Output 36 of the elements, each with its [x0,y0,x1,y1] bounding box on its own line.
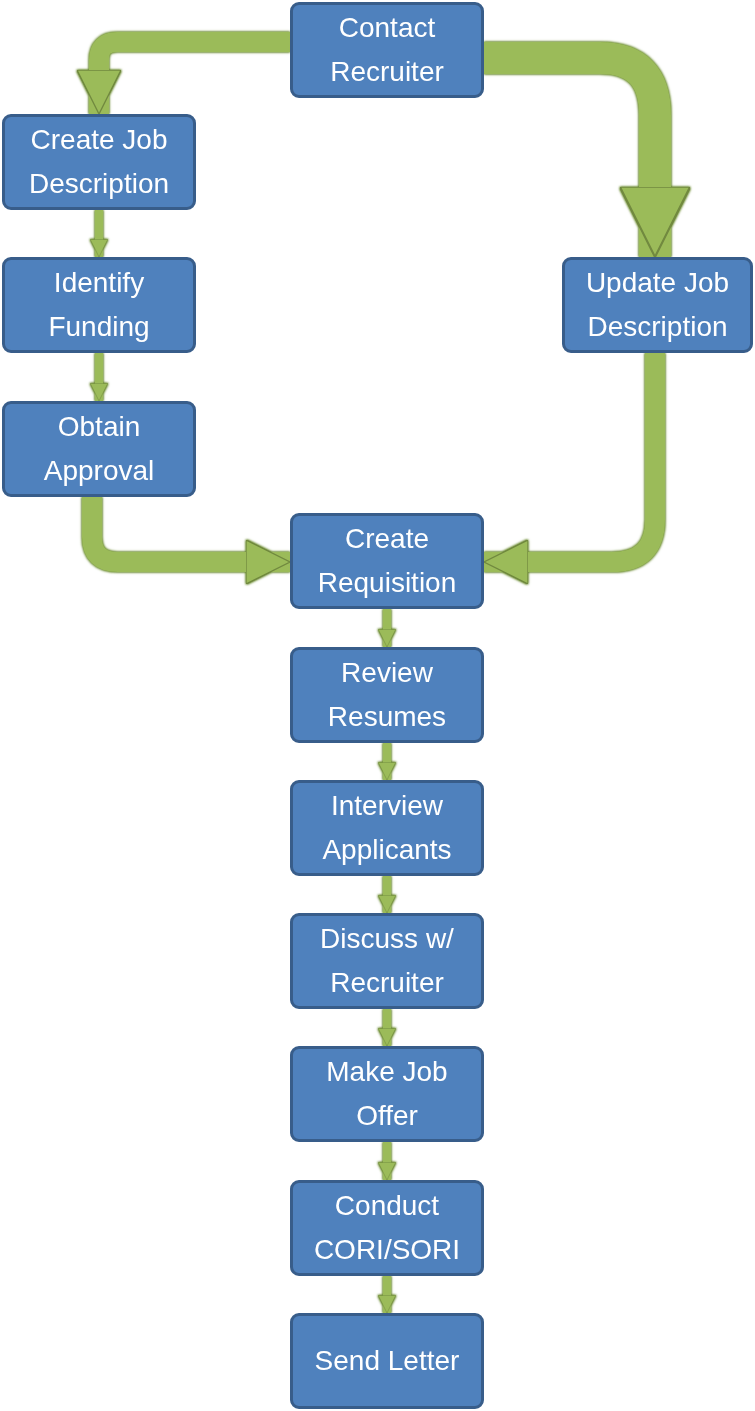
step-label: Identify Funding [47,266,151,344]
step-label: Create Requisition [316,522,458,600]
arrow [483,353,665,585]
arrow [89,210,109,258]
arrow [89,353,109,402]
arrow [377,609,397,648]
process-box [290,1313,484,1409]
process-box [290,1180,484,1276]
step-label: Create Job Description [27,123,171,201]
arrow [377,1276,397,1314]
step-label: Update Job Description [584,266,731,344]
process-box [2,401,196,497]
step-label: Make Job Offer [325,1055,449,1133]
arrow [76,32,290,115]
process-box [290,513,484,609]
process-box [290,913,484,1009]
arrow [377,1142,397,1181]
process-box [290,2,484,98]
arrow [377,743,397,781]
process-box [2,114,196,210]
arrow [377,1009,397,1047]
process-box [290,780,484,876]
step-label: Review Resumes [326,656,448,734]
step-label: Discuss w/ Recruiter [319,922,455,1000]
arrow [377,876,397,914]
step-label: Interview Applicants [321,789,453,867]
arrow [82,497,291,585]
step-label: Obtain Approval [42,410,156,488]
arrow [484,42,692,259]
step-label: Conduct CORI/SORI [312,1189,462,1267]
process-box [290,647,484,743]
step-label: Send Letter [314,1344,460,1378]
process-box [2,257,196,353]
step-label: Contact Recruiter [329,11,445,89]
process-box [290,1046,484,1142]
process-box [562,257,753,353]
